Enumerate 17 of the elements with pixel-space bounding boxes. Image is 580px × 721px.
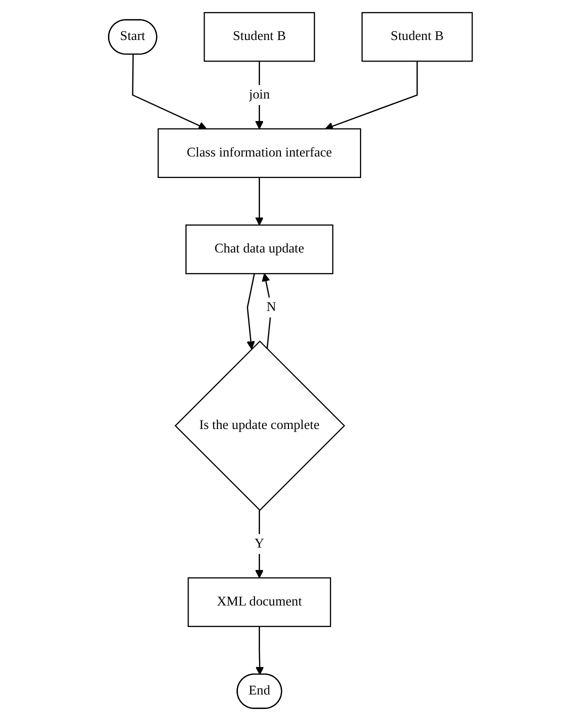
edge-label: N <box>266 300 276 315</box>
edge-label: join <box>248 88 270 102</box>
arrow <box>132 54 206 130</box>
arrow <box>254 61 264 130</box>
arrow <box>255 626 264 675</box>
arrow <box>254 510 264 578</box>
node-box: Student B <box>203 12 315 62</box>
node-box: Chat data update <box>184 224 333 274</box>
node-diamond: Is the update complete <box>174 340 345 512</box>
arrow <box>246 274 255 350</box>
node-box: XML document <box>187 577 331 628</box>
arrow <box>261 273 272 350</box>
arrow <box>254 177 264 226</box>
arrow <box>324 61 418 130</box>
node-box: Class information interface <box>157 128 361 178</box>
node-box: Student B <box>361 12 472 62</box>
edge-label: Y <box>254 536 264 552</box>
